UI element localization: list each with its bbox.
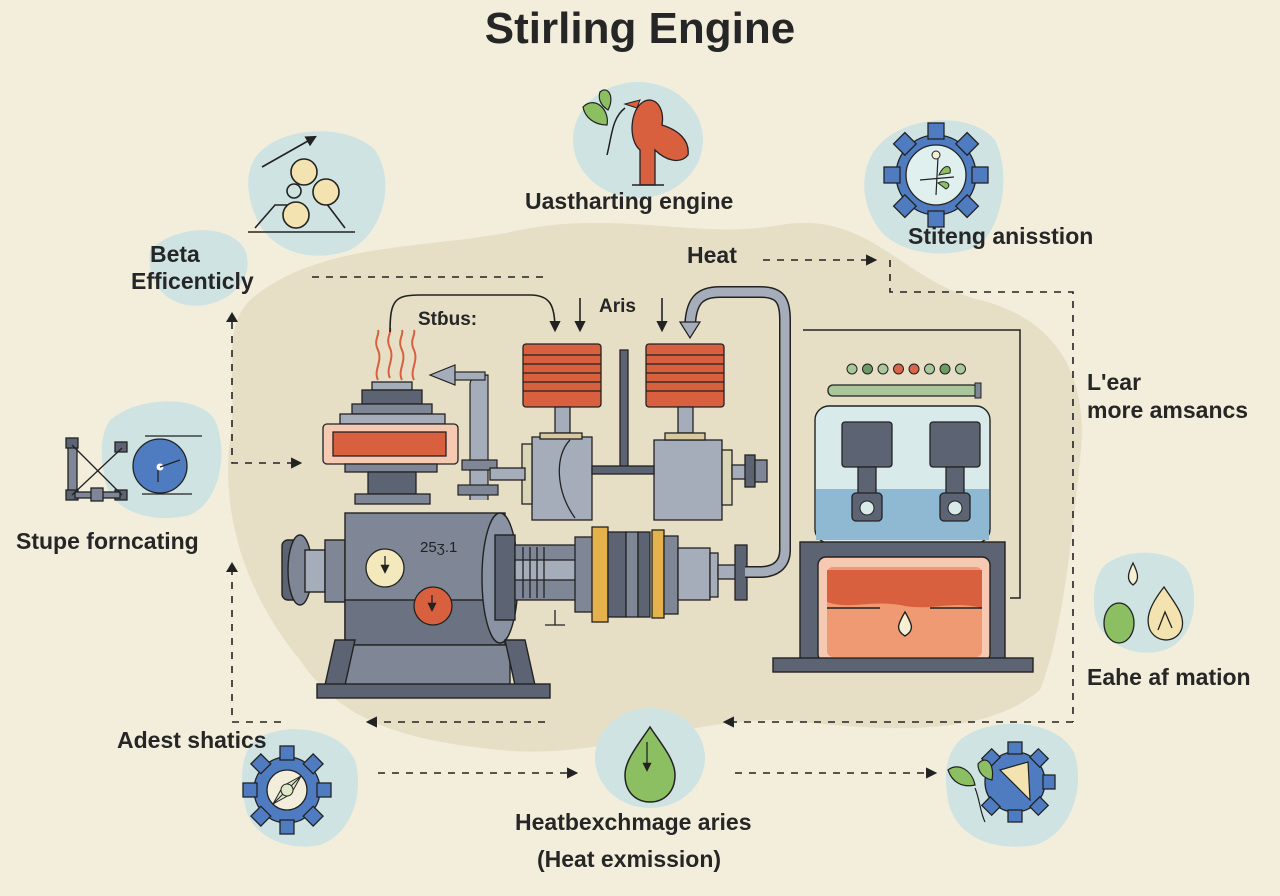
gear-leaf-icon [947,741,1056,823]
label-adest-shatics: Adest shatics [117,727,267,753]
arrow-head-up-left-lower [226,562,238,572]
heat-waves [375,327,417,381]
connector-left-lower [231,568,285,723]
label-beta: Beta [150,241,200,267]
gear-plant-icon [883,122,989,228]
label-eahe-of-mation: Eahe af mation [1087,664,1251,690]
indicator-light [846,363,858,375]
diagram-title: Stirling Engine [484,4,796,53]
connector-solid-right [803,329,1021,599]
gauge-red [413,586,453,626]
indicator-light [924,363,935,375]
beta-efficiency-icon [248,135,355,233]
label-heat: Heat [687,242,737,268]
stirling-engine-illustration: 25ʒ.1 [281,286,1034,699]
indicator-light [877,363,889,375]
arrow-head-up-left [226,312,238,322]
label-aris: Aris [599,296,636,317]
label-starting-engine: Uastharting engine [525,188,734,214]
label-stiteng-anisstion: Stiteng anisstion [908,223,1094,249]
indicator-light [939,363,951,375]
bird-leaf-icon [582,89,689,186]
label-heat-exchange: Heatbexchmage aries [515,809,752,835]
mechanism-wheel-icon [65,435,202,502]
water-drop-icon [624,725,676,803]
loop-arrow-status [389,294,561,333]
indicator-light [955,363,966,375]
label-more-amsancs: more amsancs [1087,397,1249,423]
indicator-lights [846,363,966,375]
connector-right-vertical [889,260,1074,722]
icon-bg-beta-small [149,230,248,306]
label-status: Stɓus: [418,309,478,330]
label-heat-emission: (Heat exmission) [537,846,722,872]
connector-left-upper [231,322,303,469]
flow-connectors [231,254,1074,779]
label-efficiency: Efficenticly [131,268,254,294]
indicator-light [862,363,873,375]
gear-compass-icon [242,745,332,835]
droplets-leaf-icon [1103,561,1184,644]
gauge-readout: 25ʒ.1 [420,539,457,556]
label-learn: L'ear [1087,369,1142,395]
indicator-light [893,363,904,375]
label-stupe-forncating: Stupe forncating [16,528,199,554]
indicator-light [908,363,920,375]
